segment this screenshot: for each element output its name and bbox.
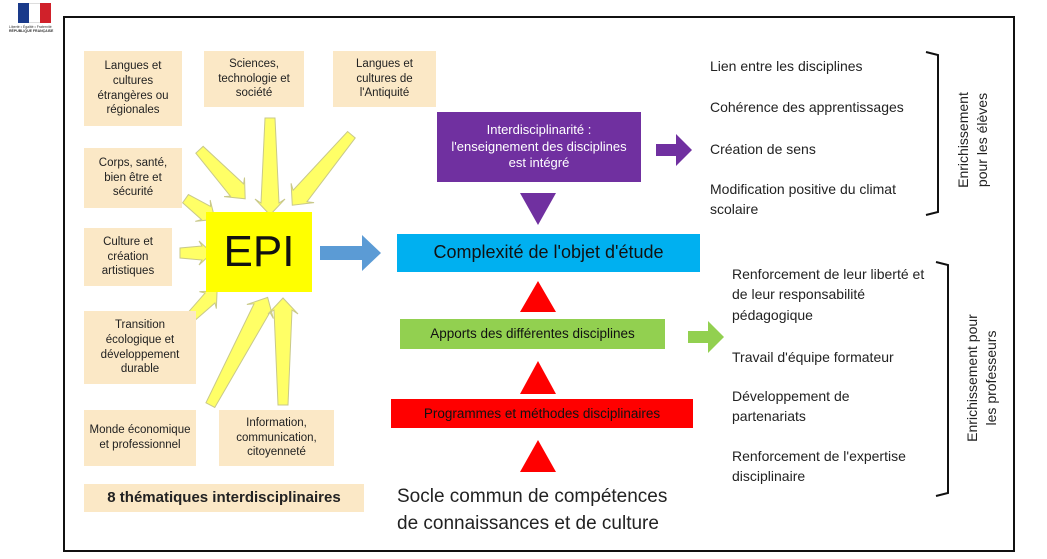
diagram-frame: [63, 16, 1015, 552]
students-enrichment-label: Enrichissement pour les élèves: [954, 70, 994, 210]
programs-box: Programmes et méthodes disciplinaires: [391, 399, 693, 428]
arrow-contributions-to-teachers: [688, 321, 724, 353]
students-item-3: Création de sens: [710, 141, 816, 157]
teachers-item-3: Développement de partenariats: [732, 388, 850, 425]
theme-body-health: Corps, santé, bien être et sécurité: [84, 148, 182, 208]
theme-information-communication: Information, communication, citoyenneté: [219, 410, 334, 466]
logo-text: Liberté • Égalité • Fraternité RÉPUBLIQU…: [9, 25, 59, 33]
flag-icon: [18, 3, 51, 23]
teachers-item-1: Renforcement de leur liberté et de leur …: [732, 266, 925, 323]
students-label-line-2: pour les élèves: [973, 92, 990, 188]
triangle-socle-to-programs: [520, 440, 556, 472]
students-bracket: [925, 51, 939, 216]
arrow-theme8-to-epi: [267, 297, 299, 406]
logo-name: RÉPUBLIQUE FRANÇAISE: [9, 29, 54, 34]
arrow-interdisciplinarity-to-students: [656, 134, 692, 166]
theme-economic-world: Monde économique et professionnel: [84, 410, 196, 466]
socle-line-2: de connaissances et de culture: [397, 512, 659, 534]
students-item-2: Cohérence des apprentissages: [710, 99, 904, 115]
teachers-label-line-1: Enrichissement pour: [964, 314, 980, 442]
arrow-theme5-to-epi: [179, 240, 213, 266]
interdisciplinarity-box: Interdisciplinarité : l'enseignement des…: [437, 112, 641, 182]
logo-motto: Liberté • Égalité • Fraternité: [9, 25, 52, 29]
teachers-enrichment-label: Enrichissement pour les professeurs: [963, 298, 1003, 458]
socle-text: Socle commun de compétences de connaissa…: [397, 484, 667, 537]
theme-ancient-languages: Langues et cultures de l'Antiquité: [333, 51, 436, 107]
themes-caption: 8 thématiques interdisciplinaires: [84, 484, 364, 512]
triangle-contributions-to-complexity: [520, 281, 556, 312]
arrow-theme2-to-epi: [254, 117, 286, 216]
socle-line-1: Socle commun de compétences: [397, 486, 668, 507]
teachers-label-line-2: les professeurs: [982, 330, 999, 426]
contributions-box: Apports des différentes disciplines: [400, 319, 665, 349]
arrow-epi-to-complexity: [320, 235, 381, 271]
arrow-theme1-to-epi: [195, 145, 246, 200]
teachers-item-2: Travail d'équipe formateur: [732, 349, 894, 365]
republique-francaise-logo: Liberté • Égalité • Fraternité RÉPUBLIQU…: [9, 3, 59, 37]
arrow-theme7-to-epi: [205, 296, 274, 409]
teachers-item-4: Renforcement de l'expertise disciplinair…: [732, 448, 906, 485]
triangle-programs-to-contributions: [520, 361, 556, 394]
students-item-4: Modification positive du climat scolaire: [710, 181, 896, 218]
arrow-theme3-to-epi: [290, 130, 356, 206]
teachers-bracket: [935, 261, 949, 497]
theme-ecological-transition: Transition écologique et développement d…: [84, 311, 196, 384]
epi-box: EPI: [206, 212, 312, 292]
theme-sciences-technology: Sciences, technologie et société: [204, 51, 304, 107]
theme-culture-creation: Culture et création artistiques: [84, 228, 172, 286]
triangle-interdisciplinarity-to-complexity: [520, 193, 556, 225]
theme-languages-cultures: Langues et cultures étrangères ou région…: [84, 51, 182, 126]
students-item-1: Lien entre les disciplines: [710, 58, 863, 74]
complexity-box: Complexité de l'objet d'étude: [397, 234, 700, 272]
students-label-line-1: Enrichissement: [955, 92, 971, 188]
